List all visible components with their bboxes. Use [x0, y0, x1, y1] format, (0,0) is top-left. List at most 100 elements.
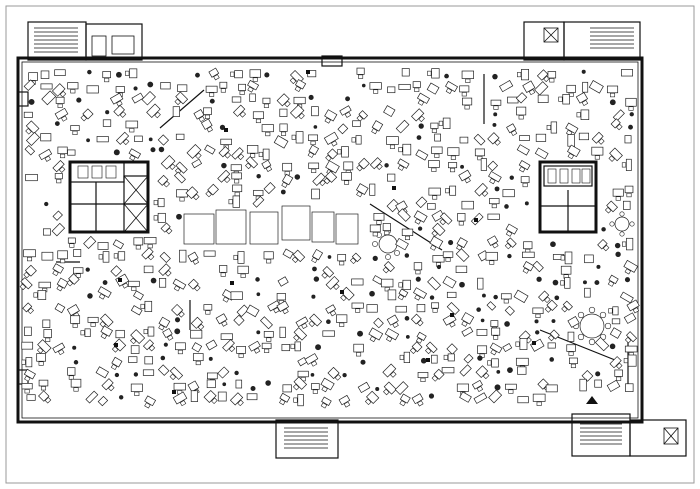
desk: [356, 67, 365, 79]
desk: [222, 338, 236, 353]
chair: [57, 103, 63, 108]
chair: [417, 319, 424, 327]
side-shaft: [17, 91, 29, 107]
plant: [615, 251, 621, 258]
chair: [122, 282, 129, 289]
chair: [204, 114, 210, 119]
desk: [473, 392, 488, 404]
desk: [38, 379, 49, 391]
chair: [80, 114, 88, 122]
desk: [477, 277, 484, 290]
chair: [237, 153, 245, 161]
desk: [383, 381, 397, 396]
plant: [624, 277, 631, 283]
plant: [595, 371, 601, 377]
desk: [502, 342, 513, 353]
desk: [73, 267, 84, 278]
desk: [70, 378, 82, 392]
desk: [325, 148, 339, 162]
chair: [445, 87, 453, 94]
chair: [310, 360, 318, 367]
desk: [51, 222, 66, 237]
plant: [265, 380, 271, 386]
chair: [293, 397, 298, 403]
desk: [40, 133, 52, 142]
desk: [133, 290, 144, 301]
chair: [607, 280, 615, 287]
chair: [245, 162, 252, 170]
chair: [179, 400, 187, 407]
desk: [517, 396, 529, 404]
plant: [148, 137, 153, 142]
column: [224, 128, 228, 132]
plant: [312, 266, 317, 272]
desk: [21, 357, 33, 368]
desk: [102, 119, 112, 127]
desk: [157, 134, 170, 146]
chair: [147, 253, 155, 261]
desk: [252, 195, 265, 208]
desk: [23, 249, 36, 262]
desk: [52, 263, 64, 277]
chair: [626, 192, 632, 198]
desk: [99, 313, 114, 328]
desk: [356, 157, 370, 172]
plant: [308, 94, 314, 100]
chair: [518, 166, 526, 173]
desk: [113, 251, 126, 261]
chair: [515, 341, 520, 347]
desk: [115, 329, 125, 339]
chair: [385, 335, 393, 343]
chair: [339, 261, 345, 266]
chair: [237, 399, 244, 407]
stair-core-bottom-center: [275, 419, 339, 459]
desk: [487, 160, 499, 172]
desk: [597, 239, 610, 252]
chair: [179, 197, 185, 202]
desk: [487, 358, 499, 368]
desk: [231, 96, 242, 103]
chair: [129, 154, 136, 161]
chair: [487, 360, 492, 366]
desk: [175, 342, 186, 355]
chair: [116, 100, 123, 107]
desk: [337, 254, 347, 266]
chair: [418, 115, 425, 123]
desk: [399, 393, 411, 407]
desk: [626, 299, 640, 314]
desk: [40, 70, 50, 79]
chair: [19, 283, 27, 291]
desk: [567, 316, 580, 328]
plant: [448, 240, 454, 246]
desk: [130, 345, 140, 354]
desk: [624, 331, 638, 344]
chair: [195, 360, 201, 366]
chair: [266, 337, 272, 342]
round-table-far-right: [609, 211, 635, 237]
chair: [320, 402, 328, 409]
desk: [146, 103, 161, 119]
chair: [443, 354, 448, 360]
chair: [425, 347, 432, 355]
desk: [115, 131, 130, 146]
desk: [191, 158, 203, 169]
desk: [127, 280, 140, 291]
chair: [349, 257, 357, 265]
chair: [25, 128, 32, 135]
plant: [160, 355, 166, 361]
chair: [632, 307, 640, 314]
chair: [192, 258, 200, 265]
column: [230, 281, 234, 285]
chair: [72, 130, 78, 135]
desk: [576, 109, 590, 120]
plant: [311, 294, 316, 299]
desk: [623, 354, 637, 367]
chair: [165, 270, 172, 277]
desk: [200, 118, 213, 133]
chair: [356, 191, 363, 198]
desk: [325, 275, 340, 290]
chair: [558, 96, 563, 102]
desk: [86, 85, 99, 94]
desk: [230, 291, 243, 300]
